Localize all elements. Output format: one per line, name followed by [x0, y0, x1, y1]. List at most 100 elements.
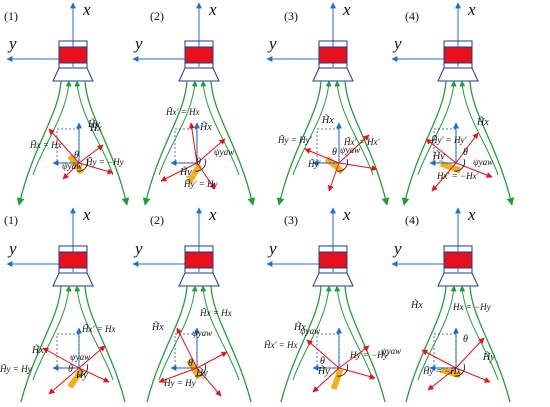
annotation-label: ψyaw	[381, 346, 401, 356]
annotation-label: θ	[74, 150, 79, 161]
head-red-block	[318, 46, 348, 64]
field-arrow	[421, 349, 457, 369]
annotation-label: H̃y	[432, 149, 445, 162]
x-axis-label: x	[82, 205, 91, 224]
panel-number: (2)	[150, 213, 164, 227]
field-arrow	[338, 162, 378, 172]
field-arrow	[327, 162, 340, 192]
track-inner-left	[32, 285, 72, 381]
theta-arc	[76, 158, 88, 172]
annotation-label: θ	[320, 356, 325, 367]
head-red-block	[184, 251, 214, 269]
head-red-block	[318, 251, 348, 269]
track-right	[210, 285, 256, 407]
annotation-label: H̃x = Hx	[29, 140, 62, 150]
field-arrow	[338, 134, 370, 164]
head-bottom-rect	[318, 267, 348, 274]
annotation-label: Hx = −Hy	[452, 302, 491, 312]
head-bottom-rect	[443, 267, 473, 274]
x-axis-label: x	[342, 0, 351, 19]
theta-arc	[194, 158, 206, 172]
annotation-label: ψyaw	[62, 161, 82, 171]
annotation-label: θ	[463, 334, 468, 345]
x-axis-label: x	[467, 205, 476, 224]
track-inner-right	[459, 80, 499, 176]
y-axis-label: y	[392, 239, 402, 258]
annotation-label: H̃y	[317, 364, 330, 377]
theta-arc	[336, 158, 348, 172]
track-left	[16, 80, 62, 206]
annotation-label: ψyaw	[300, 326, 320, 336]
panel-number: (3)	[284, 213, 298, 227]
annotation-label: H̃y = Hy	[0, 364, 32, 374]
head-taper	[312, 272, 354, 287]
annotation-label: Hy = −Hy	[349, 350, 388, 360]
head-red-block	[443, 46, 473, 64]
field-arrow	[160, 162, 198, 182]
annotation-label: H̃y' = Hy	[183, 179, 218, 189]
annotation-label: H̃y	[195, 366, 208, 379]
field-arrow	[338, 345, 370, 369]
annotation-label: θ	[332, 147, 337, 158]
projection-box	[174, 128, 198, 164]
panel-number: (2)	[150, 9, 164, 23]
field-arrow	[455, 162, 493, 178]
head-bottom-rect	[58, 62, 88, 69]
field-arrow	[306, 339, 340, 369]
field-arrow	[196, 351, 228, 369]
field-arrow	[62, 162, 80, 180]
head-bottom-rect	[318, 62, 348, 69]
track-left	[276, 80, 322, 206]
field-arrow	[48, 367, 80, 395]
track-inner-left	[292, 80, 332, 176]
annotation-label: H̃y	[87, 117, 100, 130]
annotation-label: θ	[196, 157, 201, 168]
field-arrow	[425, 138, 457, 164]
annotation-label: ψyaw	[473, 157, 493, 167]
track-inner-right	[334, 80, 374, 176]
track-inner-left	[292, 285, 332, 381]
x-axis-label: x	[208, 0, 217, 19]
annotation-label: H̃y'	[307, 159, 321, 169]
track-left	[142, 80, 188, 206]
annotation-label: ψyaw	[340, 145, 360, 155]
track-inner-right	[200, 80, 240, 176]
sensor-bar	[67, 154, 85, 175]
field-arrow	[431, 162, 457, 192]
annotation-label: H̃x	[89, 121, 102, 134]
track-left	[276, 285, 322, 407]
y-axis-label: y	[133, 34, 143, 53]
annotation-label: H̃x	[476, 115, 489, 128]
projection-box	[433, 333, 457, 369]
sensor-bar	[186, 163, 202, 185]
head-bottom-rect	[58, 267, 88, 274]
track-inner-left	[158, 80, 198, 176]
annotation-label: Hy = Hy	[163, 378, 196, 388]
field-arrow	[48, 128, 80, 164]
theta-arc	[194, 363, 206, 377]
theta-arc	[76, 363, 88, 377]
annotation-label: θ	[463, 147, 468, 158]
annotation-label: H̃x	[321, 113, 334, 126]
x-axis-label: x	[467, 0, 476, 19]
field-arrow	[78, 345, 106, 369]
panel-number: (1)	[4, 9, 18, 23]
head-taper	[312, 67, 354, 82]
track-inner-right	[200, 285, 240, 381]
panel-number: (4)	[405, 9, 419, 23]
track-inner-right	[334, 285, 374, 381]
field-arrow	[78, 162, 114, 175]
x-axis-label: x	[208, 205, 217, 224]
track-inner-right	[74, 80, 114, 176]
annotation-label: Hx' = −Hx'	[436, 171, 480, 181]
sensor-bar	[330, 368, 344, 391]
annotation-label: H̃y	[179, 165, 192, 178]
sensor-bar	[324, 156, 345, 175]
